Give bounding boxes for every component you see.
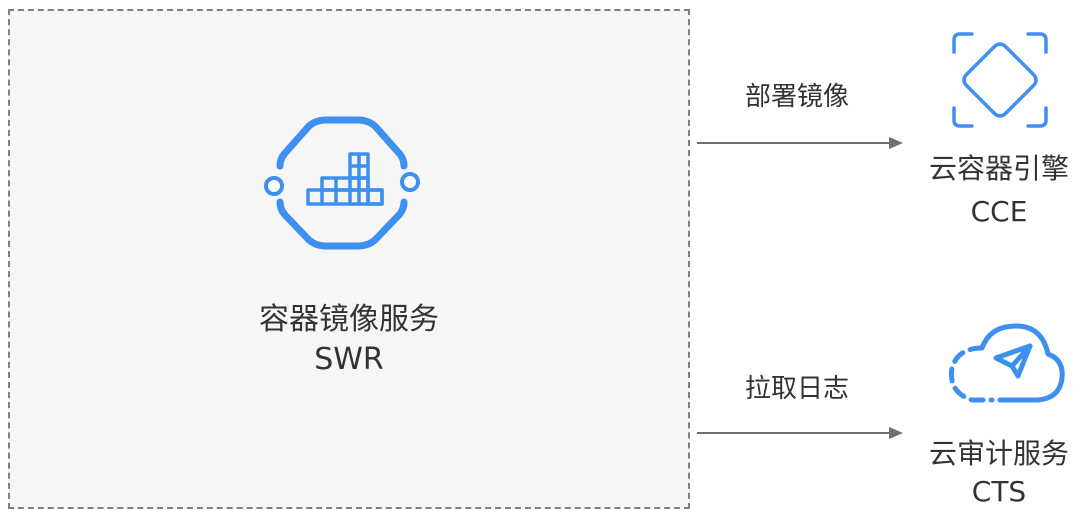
container-engine-icon [952,32,1048,128]
cce-service-name: 云容器引擎 [928,152,1069,185]
cloud-audit-icon [948,323,1065,403]
swr-service-name: 容器镜像服务 [259,302,439,337]
cce-service-abbr: CCE [970,195,1028,228]
arrow-to-cce [697,137,903,149]
cts-service-name: 云审计服务 [928,437,1069,470]
container-registry-icon [264,116,420,250]
swr-service-box [8,9,690,509]
arrow-to-cts [697,427,903,439]
edge-label-deploy-image: 部署镜像 [744,82,849,112]
cts-service-abbr: CTS [971,475,1027,508]
edge-label-pull-logs: 拉取日志 [744,374,849,404]
swr-service-abbr: SWR [314,342,384,377]
